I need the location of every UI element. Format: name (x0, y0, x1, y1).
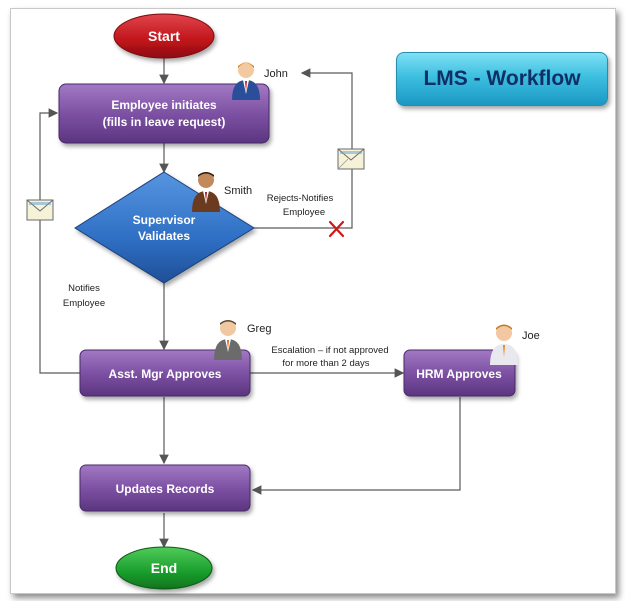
escalation-label-line2: for more than 2 days (282, 358, 369, 369)
reject-x-icon (328, 220, 345, 238)
validate-label-line2: Validates (138, 229, 190, 243)
rejects-label-line2: Employee (283, 207, 325, 218)
initiate-node (58, 83, 270, 144)
person-name-john: John (264, 68, 288, 80)
validate-decision-node (74, 171, 255, 284)
person-name-joe: Joe (522, 330, 540, 342)
person-icon-greg (214, 320, 242, 360)
initiate-label-line2: (fills in leave request) (103, 115, 226, 129)
initiate-label-line1: Employee initiates (111, 98, 217, 112)
notify-loop-arrow (39, 108, 80, 374)
rejects-label-line1: Rejects-Notifies (267, 193, 334, 204)
end-node (115, 546, 213, 590)
hrm-to-update-arrow (251, 397, 461, 495)
validate-label-line1: Supervisor (133, 213, 196, 227)
hrm-node (403, 349, 516, 397)
hrm-label: HRM Approves (416, 367, 502, 381)
person-icon-john (232, 62, 260, 100)
start-label: Start (148, 28, 180, 44)
person-name-smith: Smith (224, 185, 252, 197)
end-label: End (151, 560, 177, 576)
start-node (113, 13, 215, 59)
diagram-title: LMS - Workflow (396, 52, 608, 106)
asst-mgr-node (79, 349, 251, 397)
envelope-icon (26, 199, 54, 221)
person-name-greg: Greg (247, 323, 271, 335)
person-icon-joe (490, 324, 518, 365)
envelope-icon (337, 148, 365, 170)
asst-mgr-label: Asst. Mgr Approves (109, 367, 222, 381)
notifies-label-line2: Employee (63, 298, 105, 309)
escalation-label-line1: Escalation – if not approved (271, 345, 388, 356)
update-node (79, 464, 251, 512)
person-icon-smith (192, 172, 220, 212)
notifies-label-line1: Notifies (68, 283, 100, 294)
update-label: Updates Records (116, 482, 215, 496)
